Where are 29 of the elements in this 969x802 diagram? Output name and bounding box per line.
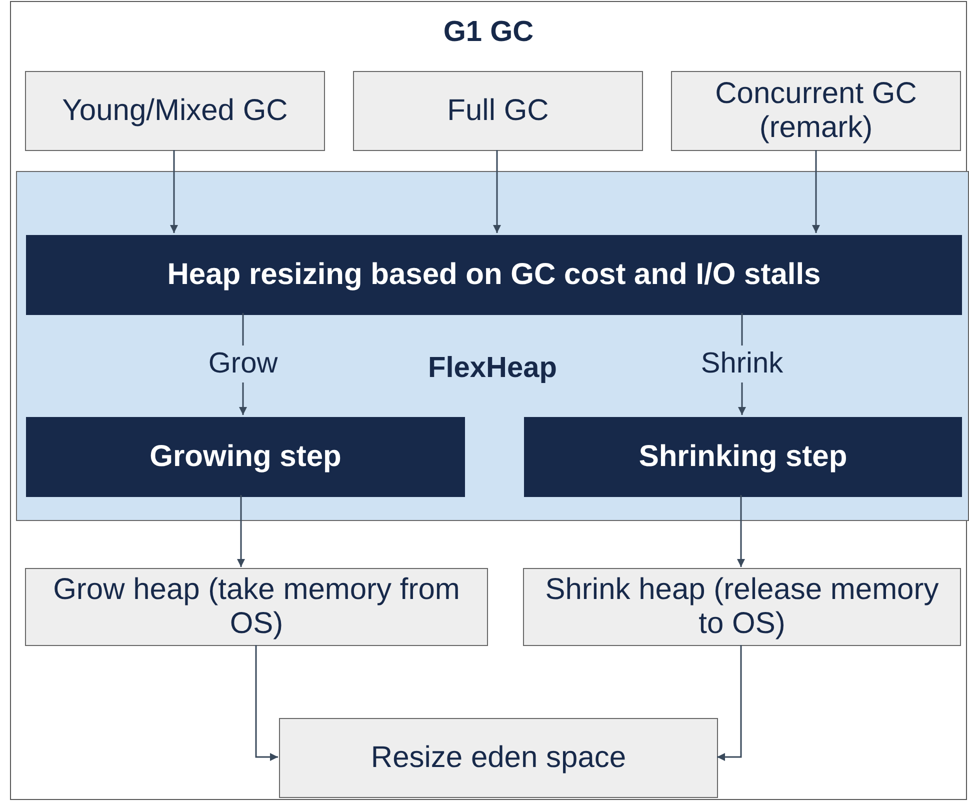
box-label: Shrinking step (638, 440, 848, 474)
group-title: FlexHeap (428, 352, 557, 386)
process-box (25, 71, 325, 151)
arrow (737, 495, 745, 567)
process-box (25, 568, 488, 646)
box-label: Full GC (446, 94, 550, 128)
arrow (717, 645, 742, 761)
box-label: Concurrent GC (remark) (714, 76, 918, 146)
process-box (671, 71, 961, 151)
box-label: Young/Mixed GC (61, 94, 289, 128)
arrow (237, 495, 245, 567)
process-box (26, 417, 465, 497)
box-label: Shrink heap (release memory to OS) (544, 572, 940, 642)
process-box (279, 718, 718, 798)
box-label: Heap resizing based on GC cost and I/O stalls (166, 258, 822, 292)
arrow (493, 150, 501, 233)
process-box (524, 417, 962, 497)
process-box (353, 71, 643, 151)
group-title: G1 GC (442, 16, 535, 50)
arrow (812, 150, 820, 233)
process-box (523, 568, 961, 646)
arrow (255, 645, 278, 761)
process-box (26, 235, 962, 315)
box-label: Resize eden space (370, 740, 628, 776)
box-label: Growing step (148, 440, 342, 474)
arrow (170, 150, 178, 233)
panel-frame (10, 1, 967, 800)
group-band (16, 171, 969, 521)
box-label: Grow heap (take memory from OS) (52, 572, 461, 642)
